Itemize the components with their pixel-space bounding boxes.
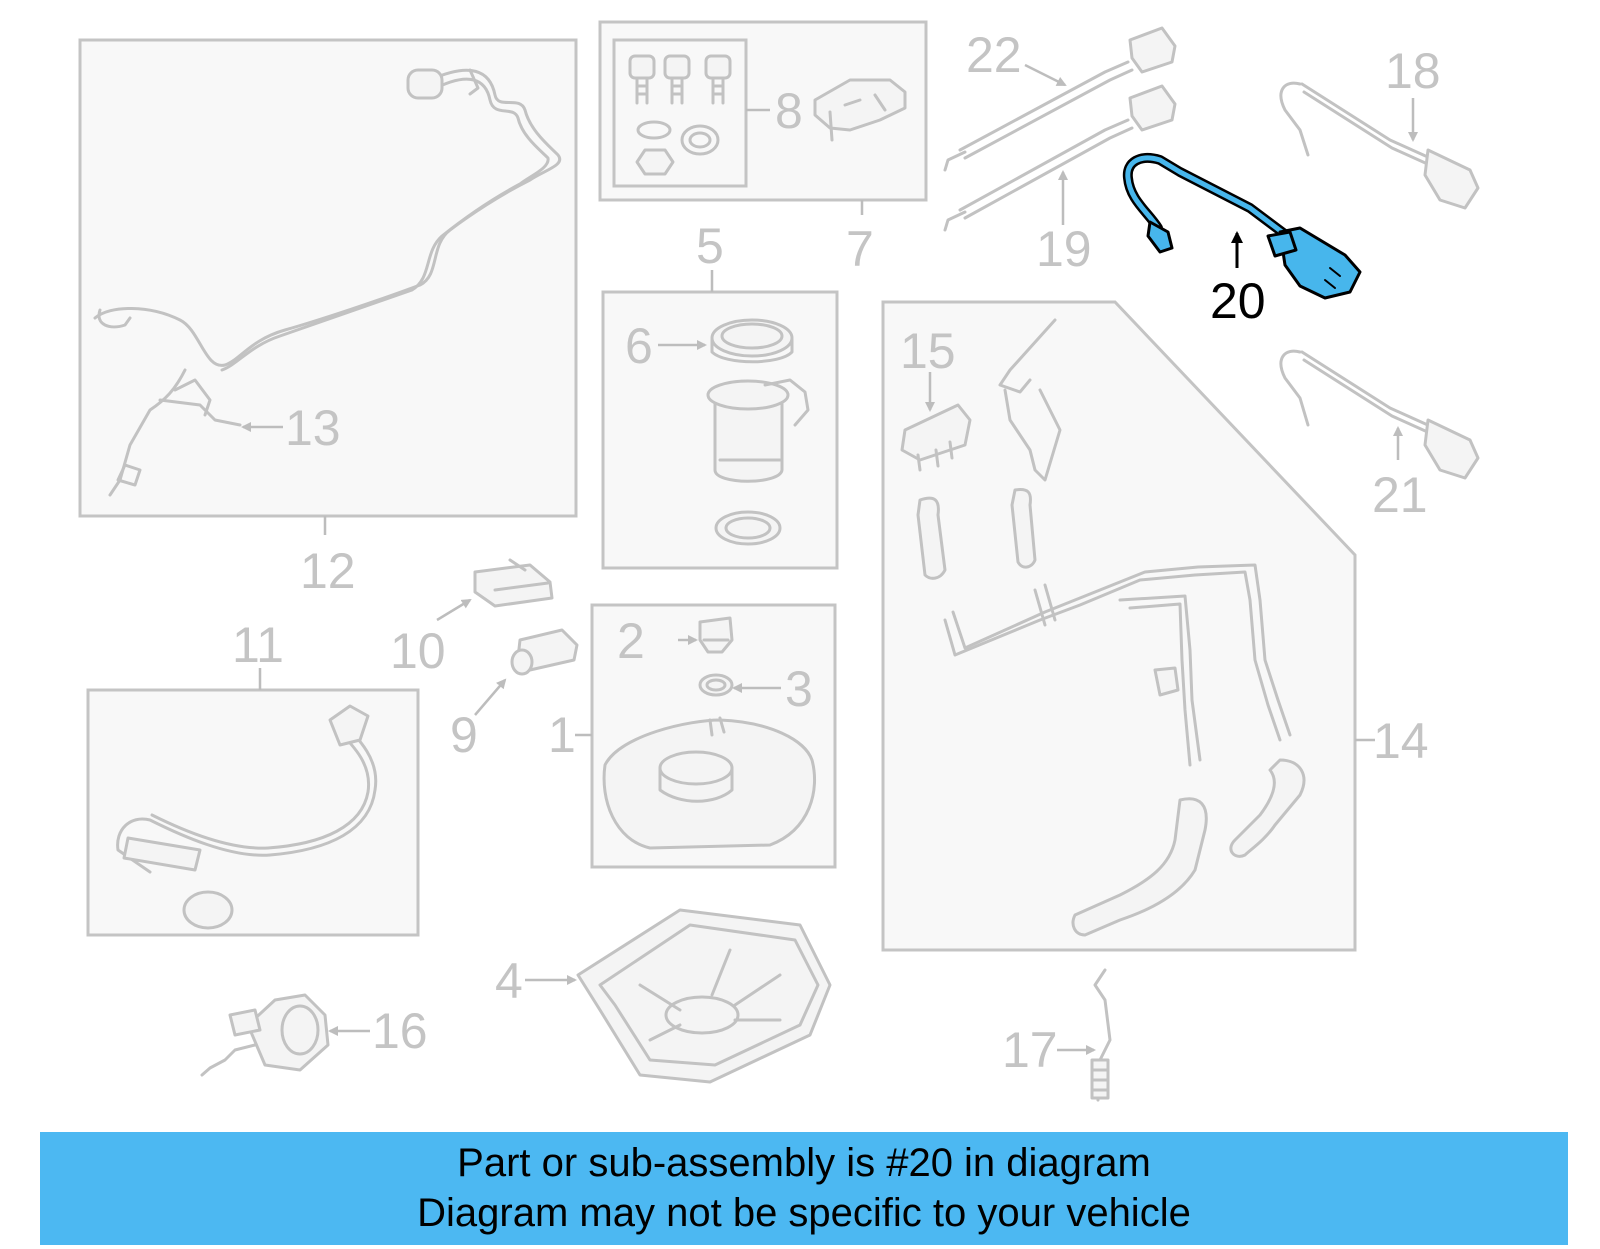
- callout-6: 6: [625, 318, 653, 374]
- info-banner: Part or sub-assembly is #20 in diagram D…: [40, 1132, 1568, 1245]
- group-14-vacuum-lines: 14 15: [881, 300, 1429, 952]
- callout-4: 4: [495, 953, 523, 1009]
- callout-18: 18: [1385, 43, 1441, 99]
- group-1-tank-cover: 1 2 3: [548, 603, 837, 869]
- callout-10: 10: [390, 623, 446, 679]
- callout-8: 8: [775, 83, 803, 139]
- callout-12: 12: [300, 543, 356, 599]
- callout-7: 7: [846, 221, 874, 277]
- callout-20: 20: [1210, 273, 1266, 329]
- group-11-sensor: 11: [86, 617, 420, 937]
- callout-21: 21: [1372, 467, 1428, 523]
- callout-9: 9: [450, 707, 478, 763]
- callout-11: 11: [232, 617, 284, 673]
- callout-13: 13: [285, 400, 341, 456]
- callout-3: 3: [785, 661, 813, 717]
- callout-14: 14: [1373, 713, 1429, 769]
- callout-15: 15: [900, 323, 956, 379]
- callout-16: 16: [372, 1003, 428, 1059]
- callout-2: 2: [617, 613, 645, 669]
- group-12-fuel-line: 12 13: [78, 38, 578, 599]
- callout-17: 17: [1002, 1022, 1058, 1078]
- callout-1: 1: [548, 707, 576, 763]
- part-20-sensor-highlighted: 20: [1122, 153, 1362, 329]
- callout-19: 19: [1036, 221, 1092, 277]
- bolt-set: [628, 54, 732, 176]
- right-sensors: 22 19 18 21: [943, 26, 1480, 523]
- group-5-fuel-pump: 5 6: [601, 218, 839, 570]
- group-7-bracket: 8 7: [598, 20, 928, 277]
- banner-line-1: Part or sub-assembly is #20 in diagram: [457, 1141, 1151, 1185]
- banner-line-2: Diagram may not be specific to your vehi…: [417, 1191, 1191, 1235]
- loose-parts: 10 9 16 4 17: [200, 558, 1112, 1102]
- callout-22: 22: [966, 27, 1022, 83]
- callout-5: 5: [696, 218, 724, 274]
